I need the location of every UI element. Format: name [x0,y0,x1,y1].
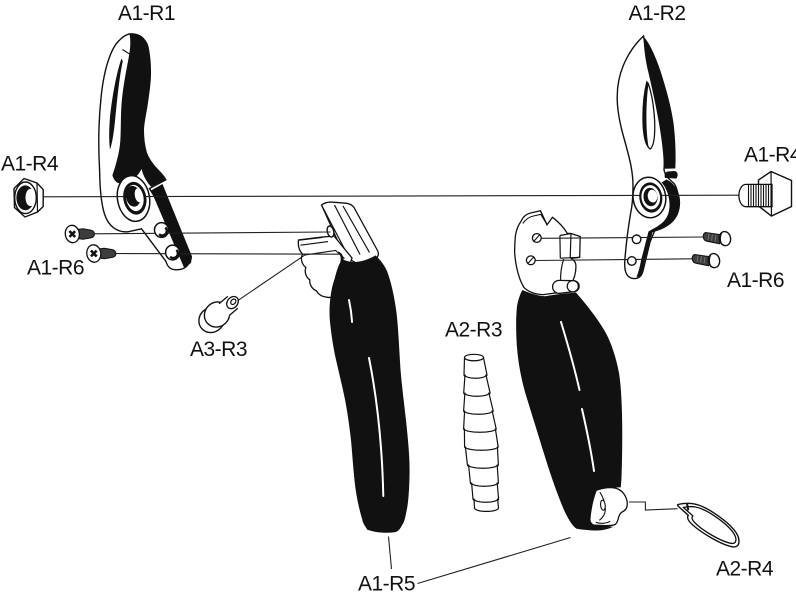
svg-text:A1-R6: A1-R6 [27,257,84,280]
svg-text:A1-R6: A1-R6 [727,269,784,292]
svg-text:A1-R5: A1-R5 [358,573,415,595]
svg-text:A1-R4: A1-R4 [744,144,796,167]
svg-text:A1-R1: A1-R1 [118,2,175,25]
svg-text:A1-R2: A1-R2 [629,2,686,25]
svg-text:A3-R3: A3-R3 [190,338,247,361]
svg-text:A2-R4: A2-R4 [716,558,774,581]
svg-text:A1-R4: A1-R4 [1,153,59,176]
svg-text:A2-R3: A2-R3 [445,319,502,342]
